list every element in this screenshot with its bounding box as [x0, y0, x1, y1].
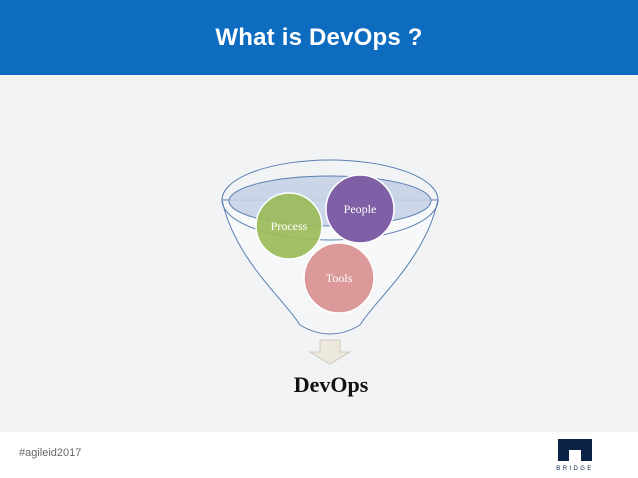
event-hashtag: #agileid2017	[19, 447, 82, 459]
tools-label: Tools	[326, 271, 353, 285]
tools-circle-shape	[303, 242, 375, 314]
devops-result-label: DevOps	[294, 372, 369, 397]
process-label: Process	[271, 219, 308, 233]
process-circle-shape	[255, 192, 323, 260]
bridge-logo-text: BRIDGE	[556, 466, 593, 472]
footer-bar	[0, 432, 638, 478]
slide-title: What is DevOps ?	[215, 23, 423, 51]
bridge-logo: BRIDGE	[556, 439, 593, 472]
people-circle: People	[325, 174, 395, 244]
process-circle: Process	[255, 192, 323, 260]
down-arrow-icon	[308, 339, 352, 365]
people-circle-shape	[325, 174, 395, 244]
tools-circle: Tools	[303, 242, 375, 314]
header-bar: What is DevOps ?	[0, 0, 638, 75]
funnel-rim-outer	[221, 159, 439, 241]
people-label: People	[344, 202, 377, 216]
bridge-logo-mark	[558, 439, 592, 461]
